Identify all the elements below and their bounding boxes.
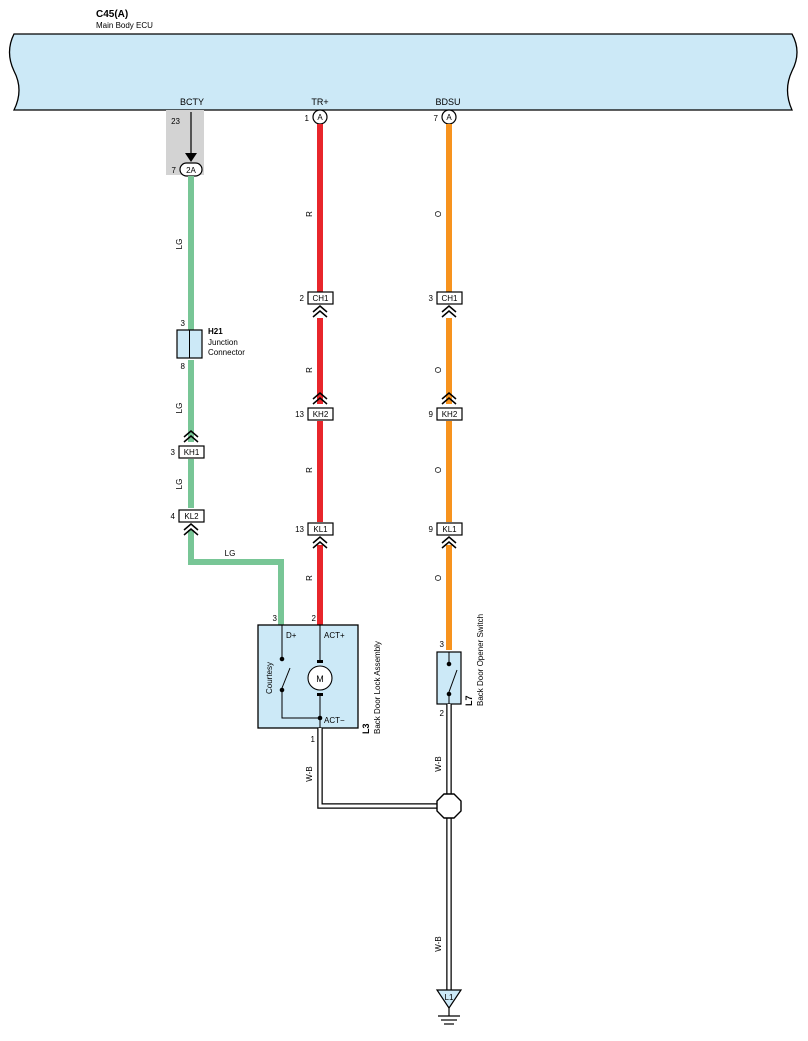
wire-label-r-1: R [305,211,314,217]
arrow-icon [185,153,197,162]
splice-point-icon [436,793,462,819]
pin-8-h21: 8 [181,362,186,371]
wire-label-wb-2: W-B [434,756,443,771]
opener-name: Back Door Opener Switch [476,614,485,706]
ground-connector-l1 [435,989,463,1010]
wire-label-r-2: R [305,367,314,373]
wire-label-o-1: O [434,211,443,217]
connector-kl2-label: KL2 [184,512,199,521]
wire-label-wb-1: W-B [305,766,314,781]
pin-1-trp: 1 [305,114,310,123]
ground-code: L1 [445,993,454,1002]
connector-kl2 [178,509,205,523]
ecu-code: C45(A) [96,9,128,20]
chevron-up-icon [441,392,457,405]
connector-kl1-o-label: KL1 [442,525,457,534]
ecu-box [8,33,798,111]
lock-courtesy: Courtesy [265,662,274,694]
wire-wb [317,704,452,990]
lock-act-minus: ACT− [324,716,345,725]
pin-2-l7: 2 [440,709,445,718]
connector-ch1-r-label: CH1 [312,294,329,303]
lock-code: L3 [361,723,371,734]
pin-7-bcty: 7 [172,166,177,175]
connector-kl1-o [436,522,463,536]
terminal-bcty: BCTY [180,97,204,107]
lock-act-plus: ACT+ [324,631,345,640]
connector-ch1-o [436,291,463,305]
wire-label-r-3: R [305,467,314,473]
connector-kh1 [178,445,205,459]
connector-kh2-o [436,407,463,421]
connector-kh2-r [307,407,334,421]
pin-13-kh2: 13 [295,410,304,419]
chevron-up-icon [183,523,199,536]
pin-3-l3: 3 [273,614,278,623]
terminal-bdsu: BDSU [435,97,460,107]
connector-ch1-o-label: CH1 [441,294,458,303]
wire-label-o-3: O [434,467,443,473]
wire-label-lg-1: LG [175,239,184,250]
terminal-tr-plus: TR+ [311,97,328,107]
wire-label-o-4: O [434,575,443,581]
pin-9-kh2: 9 [429,410,434,419]
junction-code: H21 [208,327,223,336]
pin-3-h21: 3 [181,319,186,328]
connector-kh2-o-label: KH2 [442,410,458,419]
wire-label-wb-3: W-B [434,936,443,951]
pin-3-kh1: 3 [171,448,176,457]
pin-9-kl1: 9 [429,525,434,534]
connector-2a-label: 2A [186,166,196,175]
pin-3-ch1: 3 [429,294,434,303]
connector-kh1-label: KH1 [184,448,200,457]
pin-3-l7: 3 [440,640,445,649]
chevron-up-icon [183,430,199,443]
chevron-up-icon [312,536,328,549]
pin-1-l3: 1 [311,735,316,744]
chevron-up-icon [441,536,457,549]
courtesy-switch-icon [279,625,320,719]
wire-label-lg-3: LG [175,479,184,490]
connector-kl1-r-label: KL1 [313,525,328,534]
wire-label-lg-2: LG [175,403,184,414]
ecu-name: Main Body ECU [96,21,153,30]
ground-icon [438,1008,460,1025]
motor-icon [307,625,333,728]
connector-kh2-r-label: KH2 [313,410,329,419]
pin-7-bdsu: 7 [434,114,439,123]
wire-label-r-4: R [305,575,314,581]
connector-a-bdsu-label: A [446,113,452,122]
lock-name: Back Door Lock Assembly [373,641,382,734]
opener-switch-icon [446,652,458,704]
chevron-up-icon [312,305,328,318]
wire-label-o-2: O [434,367,443,373]
pin-4-kl2: 4 [171,512,176,521]
pin-2-l3: 2 [312,614,317,623]
lock-d-plus: D+ [286,631,297,640]
junction-line2: Connector [208,348,245,357]
chevron-up-icon [312,392,328,405]
connector-a-trp-label: A [317,113,323,122]
wire-label-lg-4: LG [225,549,236,558]
pin-23: 23 [171,117,180,126]
pin-13-kl1: 13 [295,525,304,534]
wire-lg [188,176,284,625]
connector-kl1-r [307,522,334,536]
pin-2-ch1: 2 [300,294,305,303]
opener-code: L7 [464,695,474,706]
connector-ch1-r [307,291,334,305]
junction-line1: Junction [208,338,238,347]
motor-label: M [316,674,324,684]
chevron-up-icon [441,305,457,318]
